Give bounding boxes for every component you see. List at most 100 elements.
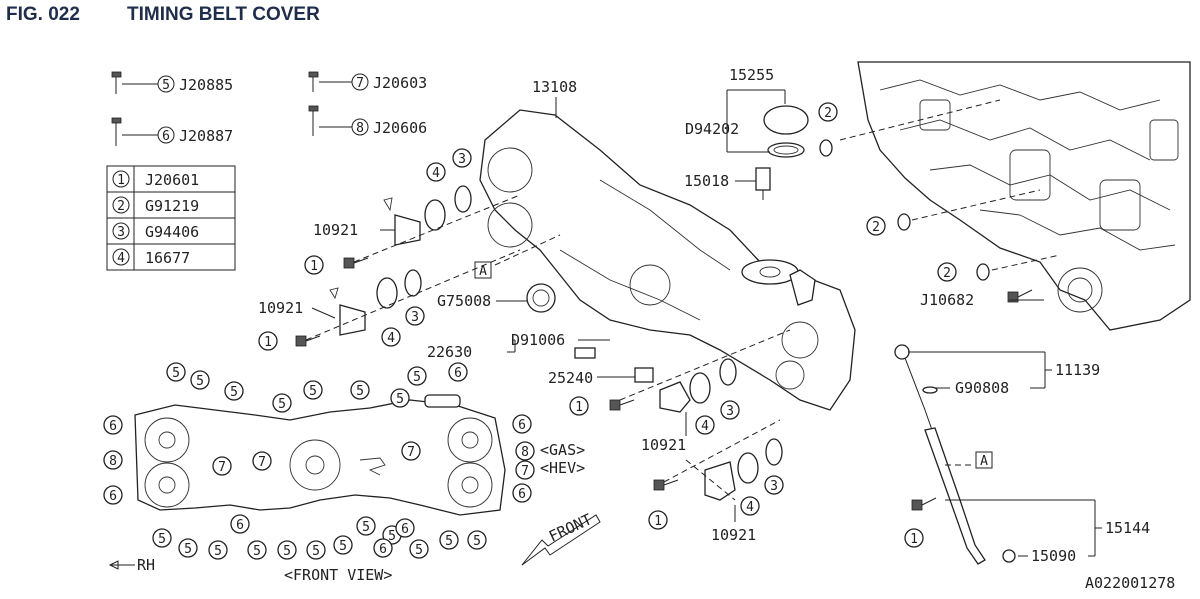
dipstick-drawing [894, 344, 1016, 565]
oil-filler-cap [763, 105, 809, 158]
callout-5: 5 [439, 530, 459, 550]
callout-8: 8 [356, 121, 364, 136]
callout-2: 2 [818, 102, 838, 122]
part-label-10921-lower: 10921 [258, 299, 303, 317]
part-label-j10682: J10682 [920, 291, 974, 309]
svg-text:5: 5 [396, 392, 404, 407]
leader-lines [108, 89, 1102, 570]
front-view-drawing [134, 394, 506, 516]
ref-box-a: A [980, 454, 988, 469]
svg-text:6: 6 [109, 419, 117, 434]
svg-text:6: 6 [109, 489, 117, 504]
callout-5: 5 [166, 362, 186, 382]
callout-5: 5 [306, 540, 326, 560]
svg-text:5: 5 [230, 385, 238, 400]
callout-6: 6 [512, 483, 532, 503]
callout-2: 2 [866, 216, 886, 236]
legend-num: 3 [117, 225, 125, 240]
svg-text:8: 8 [109, 454, 117, 469]
svg-text:5: 5 [158, 532, 166, 547]
svg-text:5: 5 [339, 539, 347, 554]
part-label-j20606: J20606 [373, 119, 427, 137]
callout-6: 6 [230, 514, 250, 534]
timing-cover-drawing [479, 109, 856, 411]
svg-text:7: 7 [521, 464, 529, 479]
svg-text:4: 4 [701, 419, 709, 434]
part-labels: 13108 15255 D94202 15018 10921 10921 G75… [137, 66, 1175, 592]
callout-1: 1 [258, 331, 278, 351]
callout-5: 5 [350, 380, 370, 400]
hev-label: <HEV> [540, 459, 585, 477]
callout-4: 4 [426, 162, 446, 182]
svg-text:1: 1 [575, 400, 583, 415]
svg-text:6: 6 [236, 518, 244, 533]
svg-text:5: 5 [388, 529, 396, 544]
callout-3: 3 [764, 475, 784, 495]
callout-6: 6 [373, 538, 393, 558]
part-label-g75008: G75008 [437, 292, 491, 310]
callout-3: 3 [720, 400, 740, 420]
svg-text:2: 2 [824, 106, 832, 121]
callout-5: 5 [333, 535, 353, 555]
callout-8: 8 [103, 450, 123, 470]
callout-5: 5 [224, 381, 244, 401]
figure-number: FIG. 022 [6, 4, 80, 25]
ref-box-a: A [479, 264, 487, 279]
callout-6: 6 [103, 485, 123, 505]
callout-2: 2 [937, 262, 957, 282]
callout-5: 5 [208, 540, 228, 560]
part-label-25240: 25240 [548, 369, 593, 387]
callout-5: 5 [277, 540, 297, 560]
callout-5: 5 [409, 539, 429, 559]
svg-text:7: 7 [258, 455, 266, 470]
svg-text:5: 5 [415, 543, 423, 558]
callout-7: 7 [252, 451, 272, 471]
svg-text:1: 1 [264, 335, 272, 350]
callout-7: 7 [212, 456, 232, 476]
part-label-13108: 13108 [532, 78, 577, 96]
svg-text:5: 5 [413, 370, 421, 385]
callout-1: 1 [304, 255, 324, 275]
part-label-15255: 15255 [729, 66, 774, 84]
svg-text:4: 4 [387, 331, 395, 346]
part-label-d94202: D94202 [685, 120, 739, 138]
svg-text:5: 5 [184, 542, 192, 557]
figure-title: TIMING BELT COVER [127, 4, 320, 25]
part-label-10921-upper: 10921 [313, 221, 358, 239]
svg-text:6: 6 [379, 542, 387, 557]
sensor-15018 [755, 167, 771, 200]
rh-label: RH [137, 556, 155, 574]
front-view-label: <FRONT VIEW> [284, 566, 392, 584]
legend-num: 1 [117, 173, 125, 188]
callout-5: 5 [178, 538, 198, 558]
callout-5: 5 [356, 516, 376, 536]
callout-4: 4 [381, 327, 401, 347]
callout-7: 7 [401, 441, 421, 461]
svg-text:7: 7 [407, 445, 415, 460]
callout-3: 3 [405, 306, 425, 326]
svg-text:5: 5 [309, 384, 317, 399]
svg-text:5: 5 [312, 544, 320, 559]
svg-text:6: 6 [518, 418, 526, 433]
svg-text:5: 5 [196, 374, 204, 389]
callout-5: 5 [303, 380, 323, 400]
svg-text:4: 4 [746, 500, 754, 515]
part-label-11139: 11139 [1055, 361, 1100, 379]
svg-text:1: 1 [310, 259, 318, 274]
callout-6: 6 [395, 518, 415, 538]
part-label-g90808: G90808 [955, 379, 1009, 397]
callout-5: 5 [467, 530, 487, 550]
svg-text:7: 7 [218, 460, 226, 475]
callout-3: 3 [452, 148, 472, 168]
drawing-id: A022001278 [1085, 574, 1175, 592]
part-label-15018: 15018 [684, 172, 729, 190]
svg-text:5: 5 [214, 544, 222, 559]
engine-block-drawing [857, 61, 1191, 331]
legend-code: 16677 [145, 249, 190, 267]
svg-text:1: 1 [910, 532, 918, 547]
part-label-15090: 15090 [1031, 547, 1076, 565]
legend-code: G91219 [145, 197, 199, 215]
part-label-22630: 22630 [427, 343, 472, 361]
svg-text:1: 1 [654, 514, 662, 529]
